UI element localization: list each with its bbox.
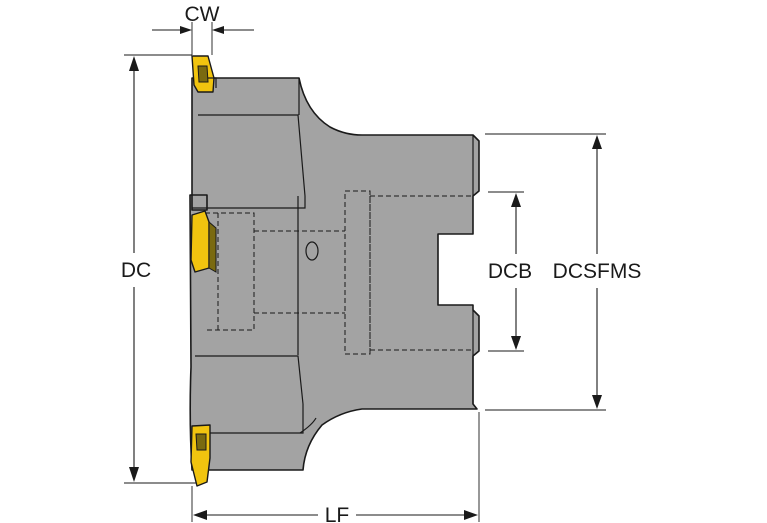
cutter-body bbox=[189, 77, 480, 471]
insert-top-seat bbox=[208, 77, 217, 88]
lower-flute-edge bbox=[299, 417, 317, 434]
dc-label: DC bbox=[121, 259, 151, 282]
dimension-dc: DC bbox=[121, 54, 196, 484]
cw-left-arrow bbox=[180, 26, 192, 34]
dcsfms-bottom-arrow bbox=[592, 395, 602, 409]
dc-bottom-arrow bbox=[129, 467, 139, 482]
coolant-hole bbox=[305, 241, 319, 261]
dimension-lf: LF bbox=[191, 412, 480, 523]
dcb-label: DCB bbox=[488, 260, 532, 283]
dcb-bottom-arrow bbox=[511, 336, 521, 350]
screw-head-hidden-outline bbox=[205, 212, 255, 331]
dimension-cw: CW bbox=[152, 3, 254, 55]
upper-pocket-edge bbox=[192, 114, 306, 209]
cw-right-arrow bbox=[212, 26, 224, 34]
dcsfms-top-arrow bbox=[592, 135, 602, 149]
dc-top-arrow bbox=[129, 56, 139, 71]
insert-top bbox=[191, 55, 217, 93]
cutter-body-outline bbox=[189, 77, 480, 471]
insert-middle-side bbox=[208, 220, 217, 273]
insert-bottom bbox=[190, 424, 211, 487]
cw-label: CW bbox=[185, 3, 220, 26]
lf-label: LF bbox=[325, 504, 350, 523]
insert-middle bbox=[190, 210, 217, 273]
lf-right-arrow bbox=[464, 510, 478, 520]
dimension-dcsfms: DCSFMS bbox=[485, 133, 642, 411]
insert-middle-body bbox=[190, 210, 210, 273]
dcb-top-arrow bbox=[511, 193, 521, 207]
dimension-dcb: DCB bbox=[488, 191, 532, 352]
insert-bottom-screw bbox=[195, 433, 207, 451]
lower-pocket-edge bbox=[195, 355, 304, 434]
counterbore-hidden-outline bbox=[344, 190, 371, 355]
lf-left-arrow bbox=[193, 510, 207, 520]
dcsfms-label: DCSFMS bbox=[553, 260, 642, 283]
insert-top-screw bbox=[197, 65, 209, 83]
